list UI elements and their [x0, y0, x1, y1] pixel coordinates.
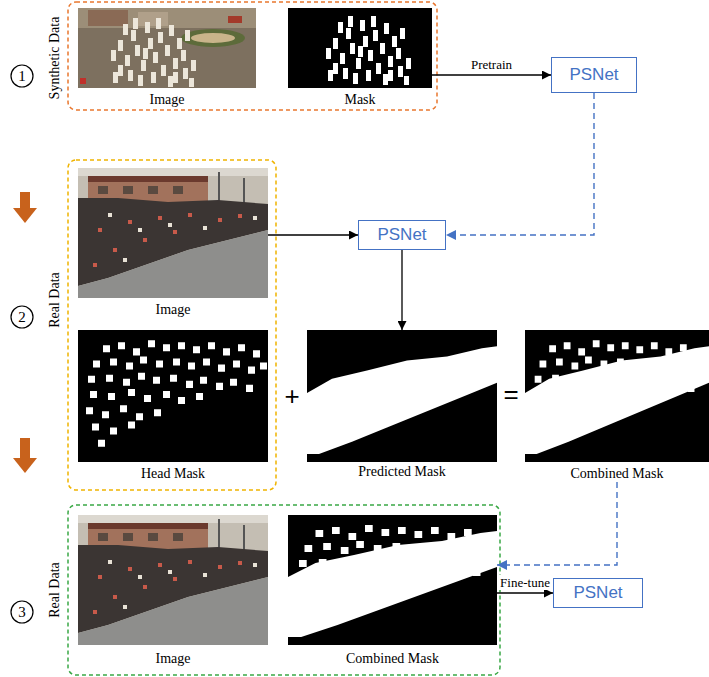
step-circles — [11, 65, 33, 623]
synthetic-photo-part — [181, 29, 245, 47]
callout-number: 2 — [18, 309, 26, 326]
mask-images-part — [78, 330, 268, 462]
group-frames-part — [68, 505, 500, 675]
network-name: PSNet — [377, 225, 426, 245]
mask-images-part — [78, 168, 268, 298]
synthetic-photo-part — [191, 33, 235, 43]
flow-arrow — [432, 74, 551, 75]
group-frames — [68, 2, 500, 675]
image-panel: Combined Mask — [525, 330, 709, 482]
mask-images-part — [307, 330, 497, 462]
synthetic-photo-part — [111, 18, 196, 87]
image-panel: Image — [78, 168, 268, 318]
flow-arrow — [497, 482, 617, 565]
synthetic-mask-part — [288, 8, 432, 88]
group-frames-part — [68, 160, 276, 490]
synthetic-photo-part — [88, 10, 128, 26]
flow-arrow — [497, 592, 553, 593]
edge-label: Pretrain — [469, 57, 514, 72]
network-box: PSNet — [358, 220, 446, 250]
image-panel: Mask — [288, 8, 432, 108]
synthetic-photo-part — [80, 78, 86, 84]
synthetic-photo — [78, 8, 256, 88]
synthetic-mask — [288, 8, 432, 88]
panel-caption: Mask — [344, 91, 375, 108]
panel-caption: Image — [156, 650, 191, 667]
image-panel: Combined Mask — [288, 515, 497, 667]
edge-label: Fine-tune — [498, 575, 552, 590]
synthetic-mask-part — [326, 16, 411, 85]
mask-images-part — [525, 330, 709, 462]
flow-arrow — [401, 250, 402, 330]
synthetic-photo-part — [78, 8, 256, 88]
step-arrows — [13, 192, 37, 473]
flow-arrow — [446, 93, 594, 235]
panel-caption: Image — [156, 301, 191, 318]
step-arrows-part — [13, 458, 37, 473]
image-panel: Image — [78, 8, 256, 108]
network-box: PSNet — [553, 578, 643, 608]
panel-caption: Predicted Mask — [358, 463, 445, 480]
synthetic-photo-part — [138, 12, 168, 26]
step-circles-part — [11, 306, 33, 328]
step-circles-part — [11, 601, 33, 623]
panel-caption: Head Mask — [141, 465, 205, 482]
image-panel: Predicted Mask — [307, 330, 497, 480]
step-arrows-part — [13, 208, 37, 223]
step-arrows-part — [20, 438, 30, 458]
step-arrows-part — [20, 192, 30, 208]
flow-arrow — [268, 234, 358, 235]
side-label: Real Data — [47, 562, 62, 618]
mask-images-part — [78, 515, 268, 645]
network-name: PSNet — [573, 583, 622, 603]
image-panel: Image — [78, 515, 268, 667]
image-panel: Head Mask — [78, 330, 268, 482]
mask-images — [78, 168, 709, 645]
side-label: Real Data — [47, 272, 62, 328]
operator-sign: = — [503, 380, 518, 409]
panel-caption: Combined Mask — [571, 465, 664, 482]
synthetic-photo-part — [228, 16, 242, 23]
step-circles-part — [11, 65, 33, 87]
callout-number: 3 — [18, 604, 26, 621]
callout-number: 1 — [18, 68, 26, 85]
mask-images-part — [288, 515, 497, 645]
side-label: Synthetic Data — [47, 17, 62, 100]
group-frames-part — [68, 2, 437, 110]
network-name: PSNet — [569, 65, 618, 85]
network-box: PSNet — [551, 57, 637, 93]
operator-sign: + — [284, 382, 299, 411]
panel-caption: Image — [150, 91, 185, 108]
synthetic-photo-part — [78, 8, 256, 28]
panel-caption: Combined Mask — [346, 650, 439, 667]
